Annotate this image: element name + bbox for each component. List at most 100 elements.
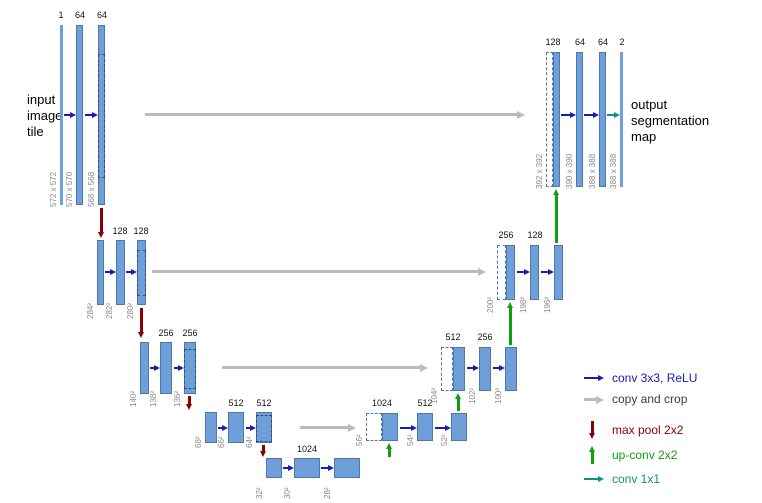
conv3x3-arrow [85, 112, 98, 118]
conv3x3-arrow [105, 269, 116, 275]
conv3x3-arrow [174, 365, 184, 371]
copy-crop-arrow [145, 111, 525, 119]
spatial-dim-label: 52² [440, 434, 449, 446]
spatial-dim-label: 66² [217, 436, 226, 448]
spatial-dim-label: 196² [543, 296, 552, 313]
feature-map-bar [479, 347, 491, 391]
conv3x3-arrow [541, 269, 554, 275]
spatial-dim-label: 198² [519, 296, 528, 313]
spatial-dim-label: 570 x 570 [65, 171, 74, 207]
channel-count-label: 128 [133, 226, 149, 236]
spatial-dim-label: 136² [173, 390, 182, 407]
conv3x3-arrow-icon [584, 375, 604, 381]
feature-map-bar [97, 240, 104, 305]
legend-item-label: copy and crop [612, 392, 688, 406]
conv3x3-arrow [584, 112, 599, 118]
legend-item-label: conv 1x1 [612, 472, 661, 486]
feature-map-bar [137, 240, 146, 305]
conv3x3-arrow [246, 425, 256, 431]
input-label: input image tile [27, 92, 63, 139]
feature-map-bar [505, 347, 517, 391]
upconv-arrow [386, 443, 392, 457]
maxpool-arrow [186, 396, 192, 410]
channel-count-label: 512 [256, 398, 272, 408]
copied-feature-map-bar [497, 245, 506, 300]
copied-feature-map-bar [546, 52, 553, 187]
channel-count-label: 256 [477, 332, 493, 342]
channel-count-label: 512 [445, 332, 461, 342]
channel-count-label: 1024 [296, 444, 318, 454]
conv3x3-arrow [493, 365, 505, 371]
copy-crop-arrow-icon [584, 396, 604, 404]
channel-count-label: 128 [112, 226, 128, 236]
feature-map-bar [599, 52, 606, 187]
feature-map-bar [205, 412, 217, 443]
conv3x3-arrow [64, 112, 76, 118]
spatial-dim-label: 282² [105, 302, 114, 319]
feature-map-bar [184, 342, 196, 394]
conv3x3-arrow [435, 425, 451, 431]
feature-map-bar [294, 458, 320, 478]
channel-count-label: 1 [58, 10, 64, 20]
feature-map-bar [76, 25, 83, 205]
feature-map-bar [116, 240, 125, 305]
channel-count-label: 64 [96, 10, 108, 20]
spatial-dim-label: 392 x 392 [535, 153, 544, 189]
channel-count-label: 256 [498, 230, 514, 240]
spatial-dim-label: 200² [486, 296, 495, 313]
channel-count-label: 512 [417, 398, 433, 408]
conv1x1-arrow-icon [584, 476, 604, 482]
channel-count-label: 64 [574, 37, 586, 47]
upconv-arrow [553, 189, 559, 243]
spatial-dim-label: 102² [468, 387, 477, 404]
crop-region-outline [256, 415, 272, 442]
channel-count-label: 128 [545, 37, 561, 47]
upconv-arrow-icon [589, 446, 595, 464]
feature-map-bar [140, 342, 149, 394]
spatial-dim-label: 54² [406, 434, 415, 446]
legend-item-label: max pool 2x2 [612, 423, 684, 437]
channel-count-label: 512 [228, 398, 244, 408]
feature-map-bar [98, 25, 105, 205]
feature-map-bar [553, 52, 560, 187]
channel-count-label: 256 [182, 328, 198, 338]
channel-count-label: 256 [158, 328, 174, 338]
maxpool-arrow [138, 308, 144, 338]
spatial-dim-label: 104² [430, 387, 439, 404]
spatial-dim-label: 64² [245, 436, 254, 448]
spatial-dim-label: 56² [355, 434, 364, 446]
conv3x3-arrow [321, 465, 334, 471]
copy-crop-arrow [300, 424, 356, 432]
channel-count-label: 64 [597, 37, 609, 47]
feature-map-bar [334, 458, 360, 478]
feature-map-bar [506, 245, 515, 300]
conv3x3-arrow [517, 269, 530, 275]
maxpool-arrow [98, 208, 104, 238]
conv3x3-arrow [400, 425, 417, 431]
conv3x3-arrow [283, 465, 294, 471]
spatial-dim-label: 30² [283, 487, 292, 499]
feature-map-bar [256, 412, 272, 443]
channel-count-label: 2 [619, 37, 625, 47]
channel-count-label: 128 [527, 230, 543, 240]
feature-map-bar [451, 413, 467, 441]
spatial-dim-label: 140² [129, 390, 138, 407]
copied-feature-map-bar [366, 413, 382, 441]
upconv-arrow [455, 393, 461, 411]
spatial-dim-label: 388 x 388 [609, 153, 618, 189]
feature-map-bar [382, 413, 398, 441]
feature-map-bar [160, 342, 172, 394]
crop-region-outline [137, 250, 146, 296]
feature-map-bar [417, 413, 433, 441]
feature-map-bar [554, 245, 563, 300]
crop-region-outline [98, 54, 105, 178]
spatial-dim-label: 390 x 390 [565, 153, 574, 189]
copied-feature-map-bar [441, 347, 453, 391]
output-label: output segmentation map [631, 97, 710, 144]
conv3x3-arrow [150, 365, 160, 371]
spatial-dim-label: 568 x 568 [87, 171, 96, 207]
spatial-dim-label: 68² [194, 436, 203, 448]
spatial-dim-label: 280² [126, 302, 135, 319]
copy-crop-arrow [152, 268, 486, 276]
feature-map-bar [576, 52, 583, 187]
